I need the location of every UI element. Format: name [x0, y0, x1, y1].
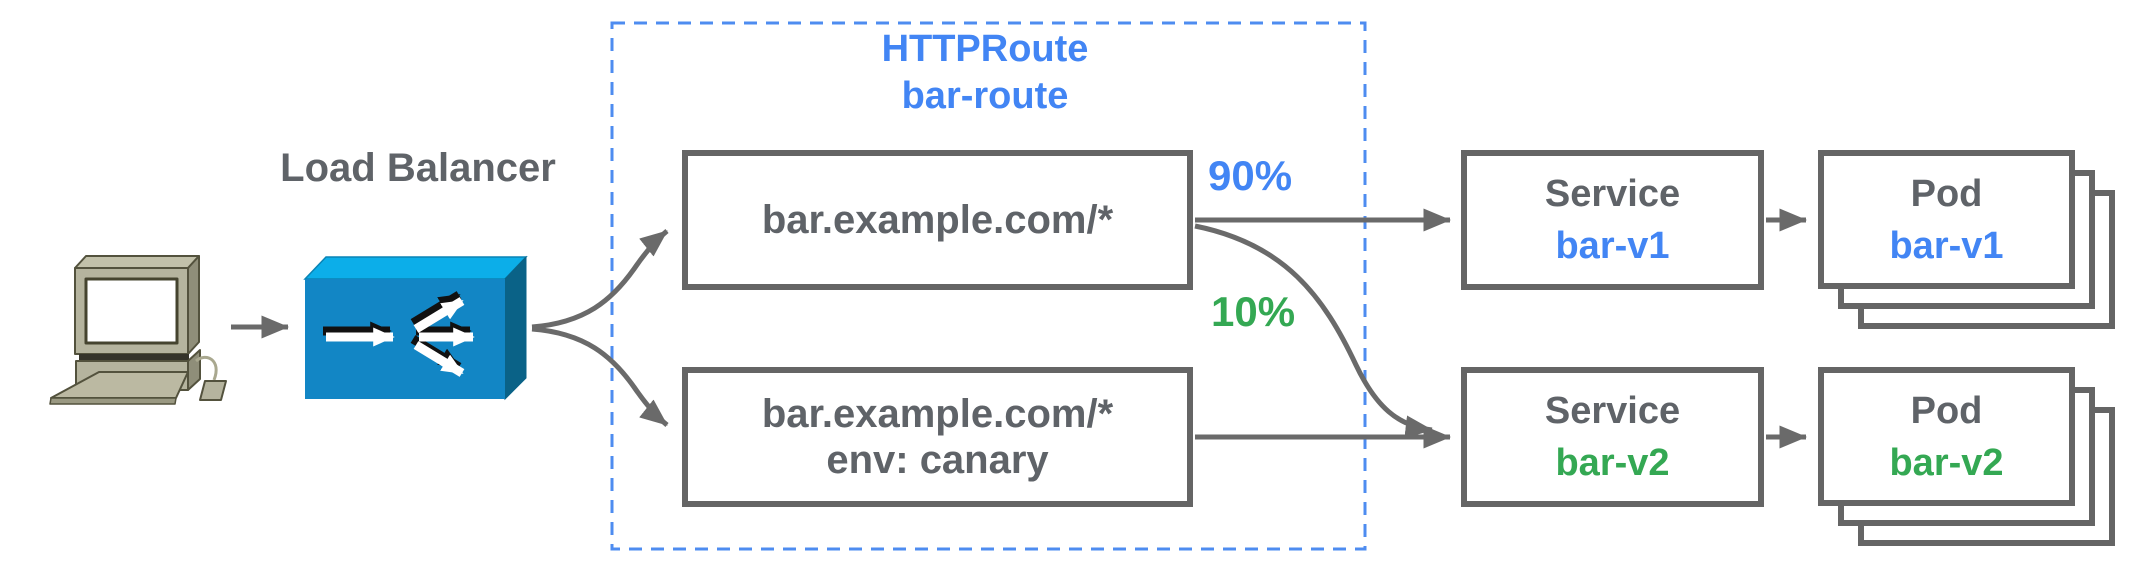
mouse-cable	[194, 355, 218, 381]
lb-side-face	[504, 255, 527, 401]
lb-to-rule2-arrow	[531, 326, 669, 427]
route-rule-host: bar.example.com/*	[761, 198, 1114, 242]
monitor-gap	[79, 354, 189, 361]
lb-to-rule1-arrow	[531, 229, 669, 330]
service-kind-label: Service	[1544, 390, 1681, 432]
lb-fan-up-arrow	[413, 297, 465, 333]
mouse	[199, 380, 227, 401]
monitor-top-face	[74, 255, 200, 269]
pod-box-bar-v2: Pod bar-v2	[1818, 367, 2075, 506]
pod-name-label: bar-v1	[1889, 224, 2004, 267]
keyboard-edge	[49, 397, 177, 405]
service-kind-label: Service	[1544, 173, 1681, 215]
httproute-title-name: bar-route	[901, 75, 1069, 117]
monitor-side-face	[187, 255, 200, 355]
client-computer-icon	[49, 255, 227, 405]
load-balancer-label: Load Balancer	[280, 146, 556, 190]
service-box-bar-v2: Service bar-v2	[1461, 367, 1764, 507]
service-name-label: bar-v2	[1555, 442, 1670, 484]
keyboard	[50, 371, 189, 399]
weight-label-90: 90%	[1208, 152, 1293, 199]
pod-name-label: bar-v2	[1889, 441, 2004, 484]
pod-box-bar-v1: Pod bar-v1	[1818, 150, 2075, 289]
weight-label-10: 10%	[1211, 288, 1296, 335]
service-box-bar-v1: Service bar-v1	[1461, 150, 1764, 290]
route-rule-box-canary: bar.example.com/* env: canary	[682, 367, 1193, 507]
rule1-to-service2-curve	[1194, 223, 1433, 439]
lb-arrows	[326, 297, 475, 377]
route-rule-host: bar.example.com/*	[761, 392, 1114, 436]
lb-fan-down-arrow	[413, 341, 465, 377]
route-rule-header-match: env: canary	[826, 438, 1049, 482]
base-side-face	[187, 349, 201, 391]
pod-kind-label: Pod	[1910, 172, 1983, 215]
service-name-label: bar-v1	[1555, 225, 1670, 267]
httproute-title-kind: HTTPRoute	[881, 28, 1089, 70]
lb-top-face	[303, 256, 528, 280]
load-balancer-icon	[303, 255, 528, 401]
route-rule-box-primary: bar.example.com/*	[682, 150, 1193, 290]
httproute-title: HTTPRoute bar-route	[685, 26, 1285, 120]
pod-kind-label: Pod	[1910, 389, 1983, 432]
monitor-screen	[84, 277, 179, 345]
httproute-group-box	[610, 21, 1367, 551]
pod-stack-bar-v1: Pod bar-v1	[1818, 150, 2115, 329]
pod-stack-bar-v2: Pod bar-v2	[1818, 367, 2115, 546]
